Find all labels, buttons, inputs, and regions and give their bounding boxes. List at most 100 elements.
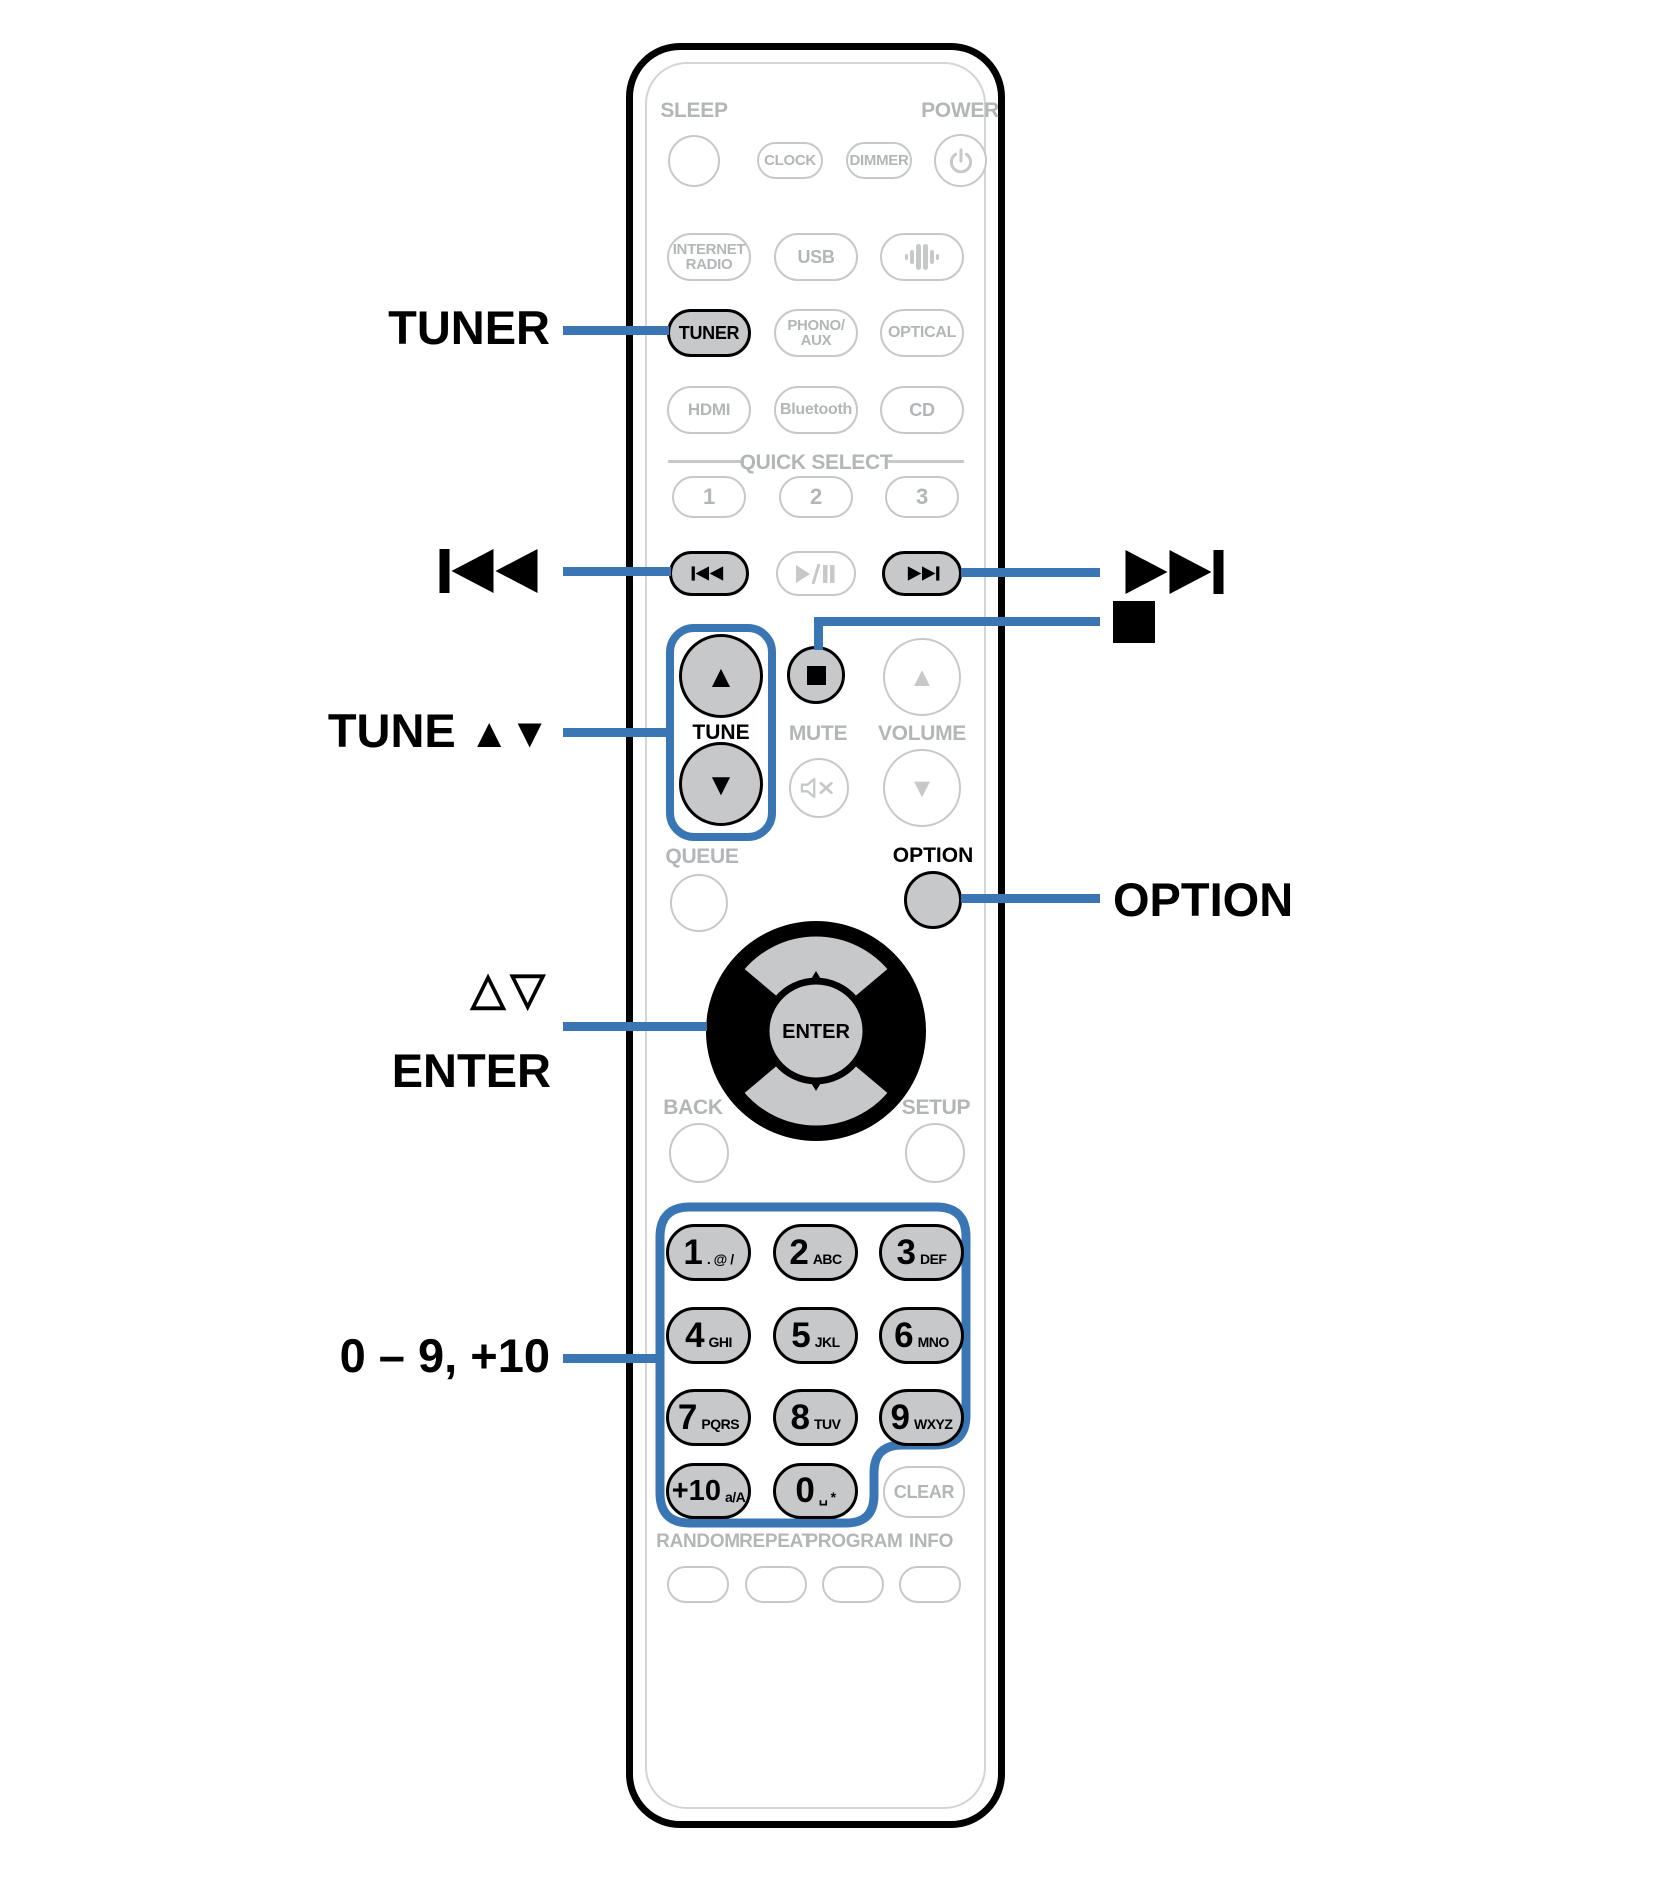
usb-label: USB: [797, 246, 835, 267]
key-plus10-digit: +10: [671, 1474, 721, 1507]
cursor-down-button: [740, 1062, 892, 1129]
back-label: BACK: [663, 1096, 723, 1119]
key-5-digit: 5: [791, 1315, 811, 1355]
info-button[interactable]: [899, 1566, 961, 1603]
quick-select-1-button[interactable]: 1: [672, 476, 746, 518]
key-7-digit: 7: [677, 1397, 698, 1437]
sleep-button[interactable]: [668, 135, 720, 187]
key-0-letters: ␣ *: [818, 1488, 836, 1505]
skip-forward-callout-icon: [1125, 550, 1224, 594]
bluetooth-label: Bluetooth: [780, 401, 852, 418]
skip-back-button[interactable]: [669, 551, 749, 596]
play-pause-button[interactable]: [776, 551, 856, 596]
skip-forward-callout-line: [961, 568, 1100, 577]
tuner-button[interactable]: TUNER: [667, 309, 751, 357]
cd-button[interactable]: CD: [880, 386, 964, 434]
stop-callout-icon: [1113, 601, 1155, 643]
phono-aux-button[interactable]: PHONO/ AUX: [774, 309, 858, 357]
optical-label: OPTICAL: [887, 324, 957, 341]
quick-select-2-button[interactable]: 2: [779, 476, 853, 518]
dimmer-button-label: DIMMER: [849, 152, 909, 169]
clear-button[interactable]: CLEAR: [883, 1466, 965, 1518]
cursor-pad[interactable]: [704, 919, 928, 1143]
program-button[interactable]: [822, 1566, 884, 1603]
key-1[interactable]: 1. @ /: [666, 1224, 751, 1281]
key-9-digit: 9: [890, 1397, 910, 1437]
usb-button[interactable]: USB: [774, 233, 858, 281]
numbers-callout-line: [563, 1354, 661, 1363]
bluetooth-button[interactable]: Bluetooth: [774, 386, 858, 434]
back-button[interactable]: [669, 1123, 729, 1183]
tune-down-button[interactable]: ▼: [679, 742, 763, 826]
tune-callout-label: TUNE ▲▼: [200, 703, 550, 758]
play-pause-icon: [796, 563, 835, 584]
quick-select-3-button[interactable]: 3: [885, 476, 959, 518]
tune-callout-line: [563, 728, 667, 737]
internet-radio-button[interactable]: INTERNET RADIO: [667, 233, 751, 281]
stop-button[interactable]: [787, 646, 845, 704]
quick-select-rule-right: [888, 460, 964, 463]
queue-label: QUEUE: [665, 845, 739, 868]
power-label: POWER: [921, 99, 999, 122]
random-button[interactable]: [667, 1566, 729, 1603]
key-1-letters: . @ /: [706, 1250, 734, 1267]
power-button[interactable]: [934, 134, 987, 187]
key-9-letters: WXYZ: [914, 1415, 953, 1432]
remote-inner-outline: [645, 62, 986, 1809]
key-7-letters: PQRS: [701, 1415, 740, 1432]
tuner-callout-line: [563, 326, 669, 335]
skip-forward-button[interactable]: [882, 551, 962, 596]
clock-button-label: CLOCK: [764, 152, 816, 169]
tune-up-arrow-icon: ▲: [705, 658, 737, 694]
volume-up-arrow-icon: ▲: [908, 661, 936, 692]
tune-callout-text: TUNE: [327, 704, 456, 757]
clock-button[interactable]: CLOCK: [757, 142, 823, 179]
volume-down-button[interactable]: ▼: [883, 749, 961, 827]
skip-back-callout-icon: [439, 549, 538, 593]
enter-button: [766, 981, 866, 1081]
repeat-button[interactable]: [745, 1566, 807, 1603]
tune-label: TUNE: [692, 721, 750, 744]
skip-forward-icon: [907, 566, 940, 581]
setup-button[interactable]: [905, 1123, 965, 1183]
key-4-digit: 4: [685, 1315, 705, 1355]
mute-button[interactable]: [789, 758, 849, 818]
queue-button[interactable]: [670, 874, 728, 932]
random-label: RANDOM: [656, 1531, 740, 1552]
numbers-callout-label: 0 – 9, +10: [339, 1329, 550, 1382]
quick-select-label: QUICK SELECT: [739, 451, 893, 474]
tune-up-button[interactable]: ▲: [679, 634, 763, 718]
cd-label: CD: [909, 399, 935, 420]
cursor-arrows-callout: △▽: [470, 963, 550, 1014]
sound-mode-button[interactable]: [880, 233, 964, 281]
tuner-button-label: TUNER: [678, 322, 740, 343]
volume-label: VOLUME: [877, 722, 967, 745]
quick-select-rule-left: [668, 460, 744, 463]
setup-label: SETUP: [901, 1096, 971, 1119]
option-button[interactable]: [904, 871, 962, 929]
key-3-digit: 3: [896, 1232, 916, 1272]
volume-up-button[interactable]: ▲: [883, 638, 961, 716]
key-plus10-letters: a/A: [724, 1489, 746, 1505]
optical-button[interactable]: OPTICAL: [880, 309, 964, 357]
key-6-letters: MNO: [917, 1333, 950, 1350]
key-0[interactable]: 0␣ *: [773, 1463, 858, 1519]
key-8-digit: 8: [790, 1397, 810, 1437]
hdmi-button[interactable]: HDMI: [667, 386, 751, 434]
key-2-letters: ABC: [812, 1250, 842, 1267]
tune-highlight-frame: [666, 624, 776, 841]
stop-callout-line-h: [814, 617, 1100, 626]
stop-callout-line-v: [814, 617, 823, 650]
dimmer-button[interactable]: DIMMER: [846, 142, 912, 179]
tune-down-arrow-icon: ▼: [705, 766, 737, 802]
